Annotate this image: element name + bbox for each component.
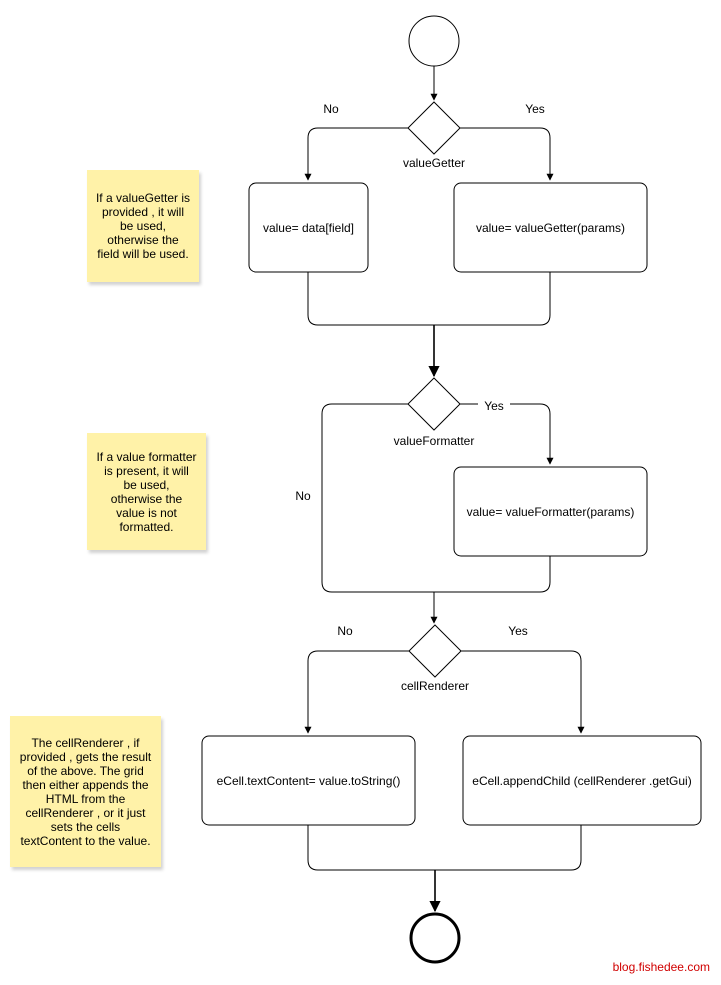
note-line: If a valueGetter is bbox=[95, 191, 191, 205]
note-line: If a value formatter bbox=[96, 449, 197, 464]
edge-merge-3-right bbox=[435, 825, 582, 871]
note-value-formatter: If a value formatter is present, it will… bbox=[87, 433, 206, 550]
note-line: otherwise the bbox=[107, 233, 179, 247]
decision-value-getter-no: No bbox=[323, 102, 339, 116]
edge-formatter-merge bbox=[434, 556, 551, 593]
edge-getter-no bbox=[304, 127, 408, 181]
action-value-formatter-text: value= valueFormatter(params) bbox=[467, 505, 635, 519]
decision-value-formatter bbox=[407, 377, 461, 431]
edge-merge-1-left bbox=[307, 272, 434, 326]
note-line: value is not bbox=[116, 505, 177, 520]
note-line: provided , it will bbox=[101, 205, 184, 219]
edge-formatter-no bbox=[321, 403, 434, 593]
decision-value-formatter-no: No bbox=[295, 489, 311, 503]
edge-renderer-yes bbox=[461, 650, 585, 734]
decision-value-getter-label: valueGetter bbox=[403, 156, 465, 170]
decision-cell-renderer bbox=[408, 624, 462, 678]
edge-renderer-no bbox=[304, 650, 409, 734]
note-line: cellRenderer , or it just bbox=[25, 805, 146, 820]
note-line: be used, bbox=[119, 219, 167, 233]
edge-getter-yes bbox=[460, 127, 554, 181]
note-line: be used, bbox=[123, 477, 170, 492]
note-value-getter: If a valueGetter is provided , it will b… bbox=[87, 170, 199, 282]
decision-value-formatter-yes: Yes bbox=[484, 399, 504, 413]
decision-cell-renderer-label: cellRenderer bbox=[401, 679, 469, 693]
note-line: then either appends the bbox=[22, 777, 149, 792]
note-line: provided , gets the result bbox=[19, 749, 152, 764]
note-line: HTML from the bbox=[45, 791, 126, 806]
action-append-child-text: eCell.appendChild (cellRenderer .getGui) bbox=[472, 774, 691, 788]
note-line: field will be used. bbox=[97, 247, 189, 261]
end-node bbox=[409, 912, 461, 964]
note-line: sets the cells bbox=[50, 819, 121, 834]
note-line: formatted. bbox=[119, 519, 174, 534]
decision-cell-renderer-yes: Yes bbox=[508, 624, 528, 638]
action-value-getter-text: value= valueGetter(params) bbox=[476, 221, 625, 235]
note-line: otherwise the bbox=[110, 491, 183, 506]
action-data-field-text: value= data[field] bbox=[263, 221, 354, 235]
action-text-content-text: eCell.textContent= value.toString() bbox=[217, 774, 401, 788]
decision-cell-renderer-no: No bbox=[337, 624, 353, 638]
edge-merge-1-right bbox=[434, 272, 551, 326]
note-cell-renderer: The cellRenderer , if provided , gets th… bbox=[10, 716, 161, 867]
note-line: is present, it will bbox=[104, 463, 189, 478]
watermark: blog.fishedee.com bbox=[612, 960, 710, 974]
edge-merge-3-left bbox=[307, 825, 435, 871]
decision-value-getter-yes: Yes bbox=[525, 102, 545, 116]
decision-value-formatter-label: valueFormatter bbox=[394, 434, 475, 448]
action-append-child-box bbox=[462, 735, 702, 826]
note-line: The cellRenderer , if bbox=[31, 735, 140, 750]
note-line: textContent to the value. bbox=[20, 833, 151, 848]
note-line: of the above. The grid bbox=[27, 763, 144, 778]
start-node bbox=[408, 15, 460, 67]
decision-value-getter bbox=[407, 101, 461, 155]
edge-formatter-yes bbox=[460, 403, 550, 464]
